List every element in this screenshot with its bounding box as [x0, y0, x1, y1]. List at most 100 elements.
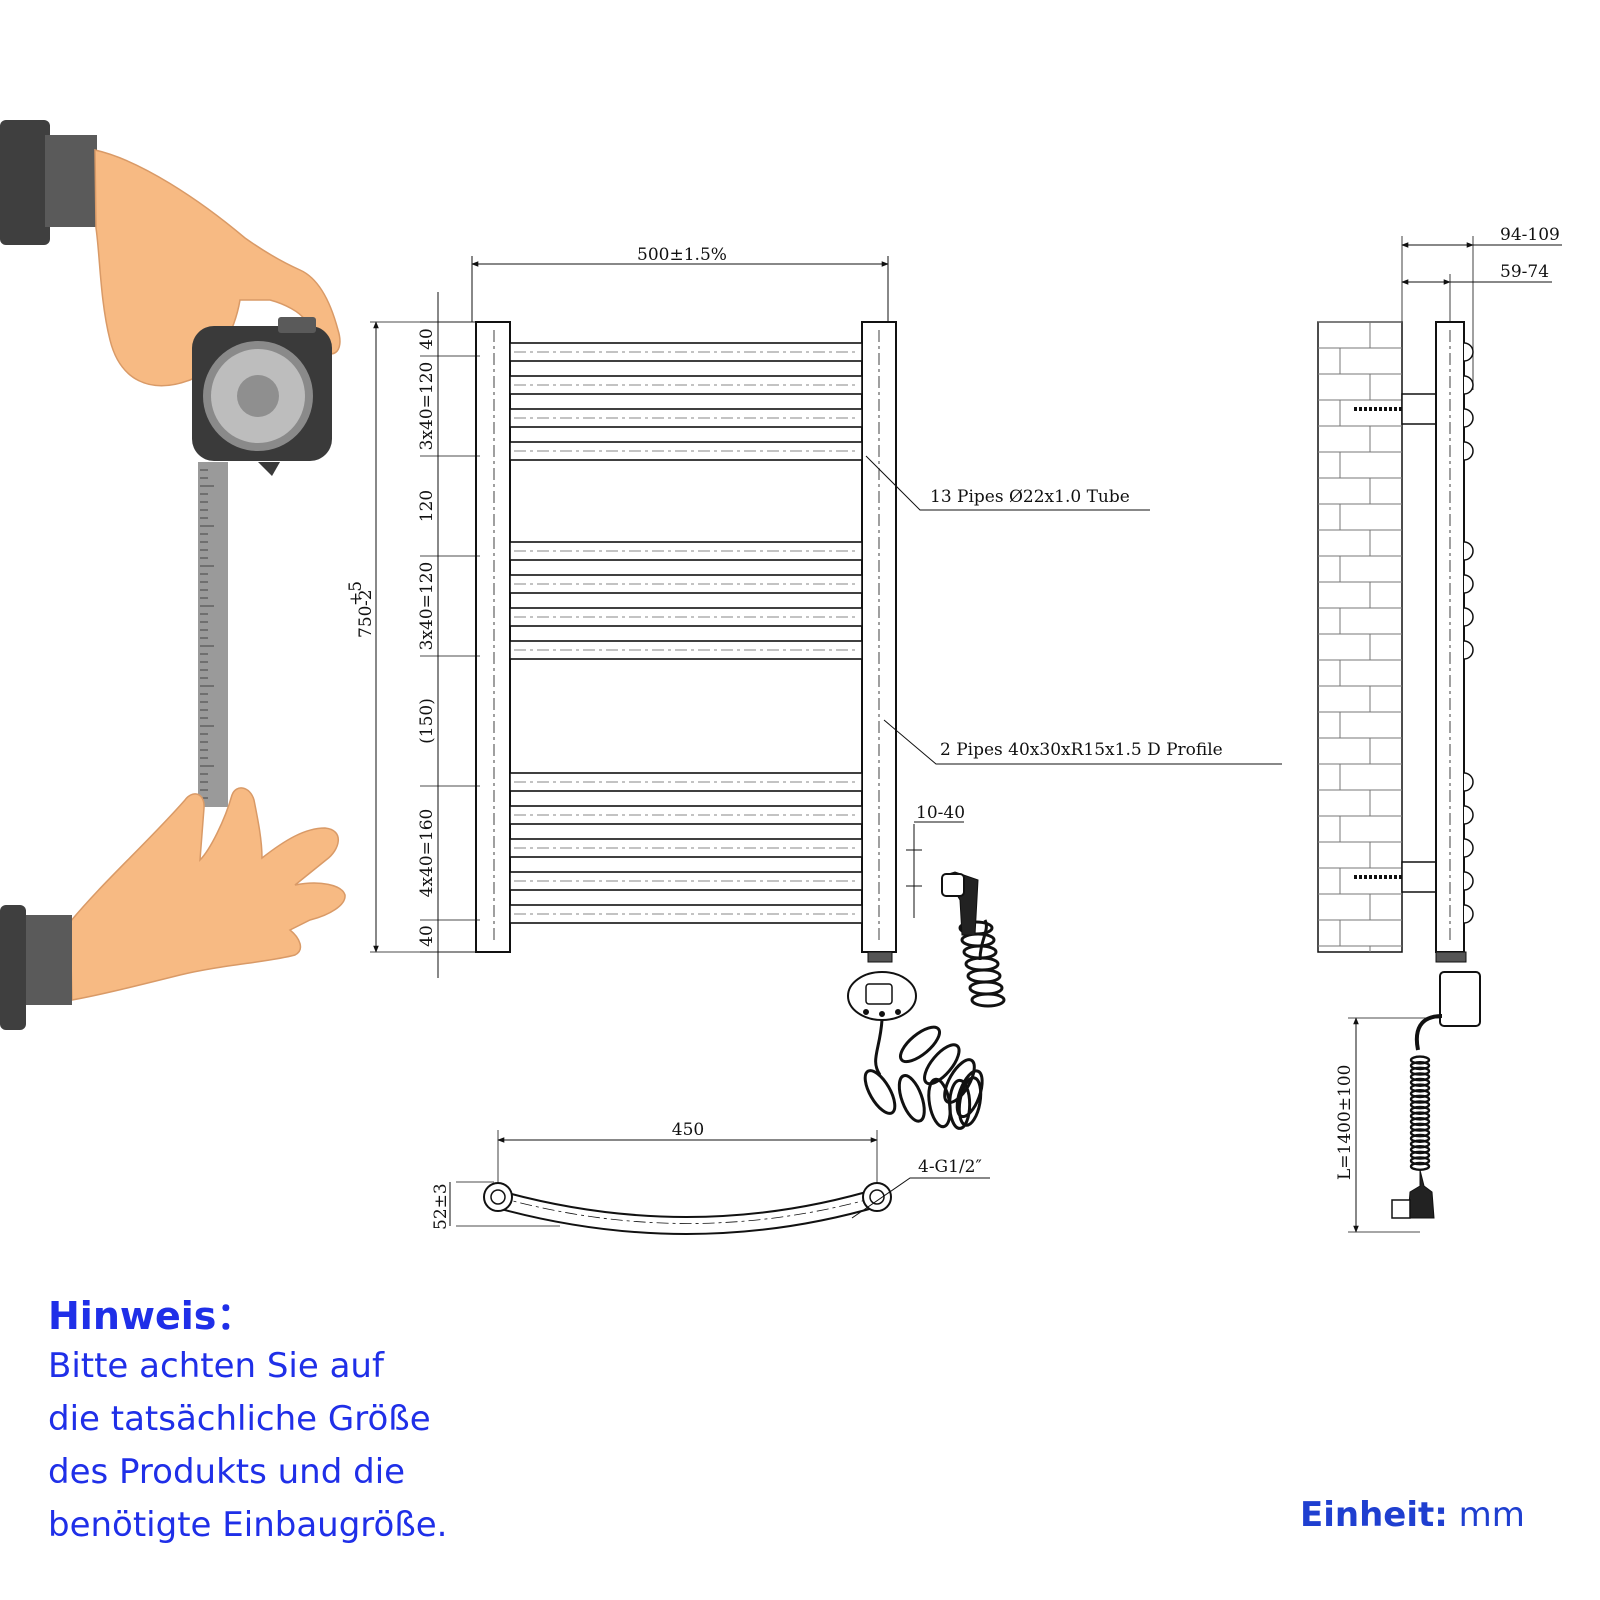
- left-profile: [475, 321, 511, 953]
- cable-length-label: L=1400±100: [1335, 1065, 1355, 1181]
- side-coil-loop: [1409, 1128, 1431, 1138]
- offset-dim-label: 10-40: [916, 803, 965, 823]
- cable-coil-loop: [955, 1069, 984, 1119]
- top-view: [449, 1130, 990, 1235]
- svg-text:750: 750: [356, 606, 376, 638]
- side-coil-loop: [1409, 1161, 1431, 1172]
- side-coil-loop: [1409, 1088, 1431, 1099]
- unit-label: Einheit: mm: [1300, 1495, 1525, 1535]
- side-coil-loop: [1409, 1139, 1431, 1149]
- cable-upper-run: [978, 919, 988, 961]
- cable-coil-loop: [863, 1069, 897, 1115]
- spacing-dim-label: 40: [417, 328, 437, 350]
- depth-dim-label: 52±3: [431, 1183, 451, 1230]
- right-connection: [862, 1182, 892, 1212]
- wall-distance-min-label: 59-74: [1500, 262, 1549, 282]
- bottom-sleeve: [0, 905, 26, 1030]
- note-line: benötigte Einbaugröße.: [48, 1505, 448, 1545]
- side-tube-end: [1463, 871, 1474, 891]
- front-view: [370, 256, 1282, 1130]
- side-coil-loop: [1409, 1133, 1431, 1144]
- note-line: die tatsächliche Größe: [48, 1399, 431, 1439]
- spacing-ticks: [420, 321, 480, 953]
- tape-strip: [198, 462, 228, 807]
- side-coil-loop: [1409, 1060, 1431, 1071]
- connection-leader: [851, 1177, 990, 1219]
- note-line: Bitte achten Sie auf: [48, 1346, 384, 1386]
- side-coil-loop: [1409, 1055, 1431, 1065]
- spacing-dim-label: 3x40=120: [417, 562, 437, 651]
- note-title: Hinweis：: [48, 1294, 255, 1338]
- side-heater-controller: [1439, 971, 1481, 1027]
- side-coil-loop: [1409, 1111, 1431, 1121]
- side-coil-loop: [1409, 1144, 1431, 1155]
- unit-value: mm: [1458, 1495, 1525, 1535]
- cable-coil-loop: [968, 980, 1004, 996]
- side-tube-end: [1463, 342, 1474, 362]
- tape-measure-illustration: [0, 120, 346, 1030]
- brick-wall: [1317, 321, 1403, 953]
- side-tube-ends: [1463, 342, 1474, 924]
- side-tube-end: [1463, 772, 1474, 792]
- height-dim-label: 750 +5 -2: [346, 581, 376, 638]
- side-coil-loop: [1409, 1077, 1431, 1088]
- controller-button: [863, 1009, 869, 1015]
- bottom-hand: [69, 787, 346, 1001]
- side-tube-end: [1463, 375, 1474, 395]
- cable-coil-loop: [970, 992, 1006, 1008]
- note-block: Hinweis： Bitte achten Sie auf die tatsäc…: [48, 1292, 478, 1552]
- width-dim-label: 500±1.5%: [637, 245, 727, 265]
- center-dim-label: 450: [672, 1120, 704, 1140]
- tube-callout-label: 13 Pipes Ø22x1.0 Tube: [930, 487, 1130, 507]
- cable-coil-loop: [960, 932, 996, 948]
- side-tube-end: [1463, 640, 1474, 660]
- controller-button: [879, 1011, 885, 1017]
- side-coil-loop: [1409, 1105, 1431, 1116]
- controller-cable: [874, 1019, 884, 1076]
- top-view-profile: [489, 1186, 881, 1235]
- cable-coil-loop: [964, 956, 1000, 972]
- side-plug-head: [1391, 1199, 1411, 1219]
- controller-button: [895, 1009, 901, 1015]
- side-tube-end: [1463, 904, 1474, 924]
- note-line: des Produkts und die: [48, 1452, 406, 1492]
- side-coil-loop: [1409, 1083, 1431, 1093]
- heater-connector: [867, 951, 893, 963]
- left-connection: [483, 1182, 513, 1212]
- side-tube-end: [1463, 574, 1474, 594]
- side-coil-loop: [1409, 1116, 1431, 1127]
- side-tube-end: [1463, 607, 1474, 627]
- bottom-cuff: [22, 915, 72, 1005]
- cable-coil-loop: [957, 1076, 983, 1127]
- profile-callout-label: 2 Pipes 40x30xR15x1.5 D Profile: [940, 740, 1223, 760]
- lower-bracket: [1401, 861, 1437, 893]
- cable-coil-loop: [948, 1078, 972, 1130]
- spacing-dim-label: 120: [417, 490, 437, 522]
- spacing-dim-label: 3x40=120: [417, 362, 437, 451]
- side-view: [1317, 236, 1562, 1233]
- top-sleeve: [0, 120, 50, 245]
- spacing-dim-label: 40: [417, 925, 437, 947]
- side-coil-loop: [1409, 1072, 1431, 1082]
- tube-callout-leader: [865, 455, 1150, 511]
- left-connection-bore: [490, 1189, 506, 1205]
- side-controller-cable: [1414, 1014, 1443, 1051]
- top-cuff: [45, 135, 97, 227]
- wall-distance-max-label: 94-109: [1500, 225, 1560, 245]
- side-coil-loop: [1409, 1100, 1431, 1110]
- upper-bracket: [1401, 393, 1437, 425]
- controller-display: [865, 983, 893, 1005]
- unit-caption: Einheit:: [1300, 1495, 1448, 1535]
- tape-measure-body: [192, 317, 332, 476]
- right-connection-bore: [869, 1189, 885, 1205]
- plug-head: [941, 873, 965, 897]
- side-tube-end: [1463, 838, 1474, 858]
- tube-group: [509, 342, 863, 924]
- side-plug: [1407, 1169, 1435, 1219]
- note-body: Bitte achten Sie auf die tatsächliche Gr…: [48, 1340, 473, 1552]
- spacing-dim-label: 4x40=160: [417, 809, 437, 898]
- side-spiral-cable: [1409, 1055, 1431, 1172]
- side-tube-end: [1463, 408, 1474, 428]
- side-tube-end: [1463, 805, 1474, 825]
